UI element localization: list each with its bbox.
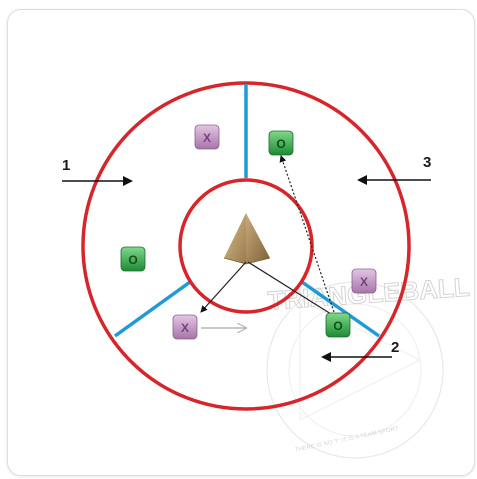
svg-text:O: O — [276, 137, 285, 151]
divider-bottom-right — [300, 280, 381, 338]
x-token: X — [172, 314, 198, 340]
center-triangle — [223, 213, 271, 265]
x-token: X — [351, 268, 377, 294]
svg-text:O: O — [128, 253, 137, 267]
zone-3-label: 3 — [423, 154, 431, 171]
svg-text:X: X — [360, 275, 368, 289]
watermark-slogan: THERE IS NO "I" IT IS A TEAM SPORT — [295, 426, 400, 454]
pass-line-to-o — [247, 261, 332, 315]
x-token: X — [194, 124, 220, 150]
svg-text:X: X — [203, 131, 211, 145]
dotted-pass-arrow — [279, 155, 335, 313]
svg-text:X: X — [181, 321, 189, 335]
outer-ring — [81, 81, 411, 411]
o-token: O — [120, 246, 146, 272]
divider-bottom-left — [113, 280, 192, 338]
zone-1-label: 1 — [62, 157, 70, 174]
o-token: O — [268, 130, 294, 156]
pass-arrow-to-x — [200, 261, 247, 313]
zone-2-label: 2 — [391, 339, 399, 356]
svg-text:O: O — [333, 319, 342, 333]
o-token: O — [325, 312, 351, 338]
triangleball-watermark: TRIANGLEBALL THERE IS NO "I" IT IS A TEA… — [266, 271, 471, 459]
